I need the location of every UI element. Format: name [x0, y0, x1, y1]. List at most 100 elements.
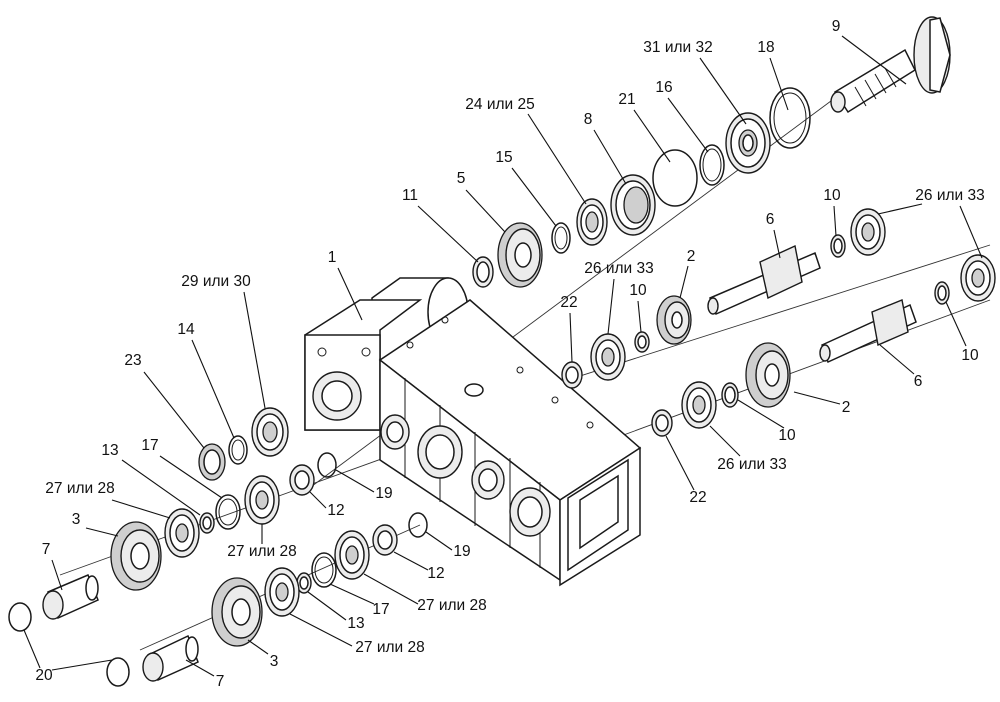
part-17-ring-upper [215, 494, 241, 530]
part-2-gear-upper [656, 295, 692, 345]
part-27-28-bearing-d [264, 567, 300, 617]
part-label-l14: 14 [177, 321, 195, 338]
part-label-l16: 16 [655, 79, 672, 96]
part-label-l6b: 6 [914, 373, 923, 390]
part-label-l7b: 7 [216, 673, 225, 690]
part-label-l12a: 12 [327, 502, 344, 519]
leader-line [833, 205, 837, 237]
leader-line [289, 613, 353, 647]
leader-line [737, 399, 785, 429]
part-label-l17b: 17 [372, 601, 389, 618]
part-26-33-bearing-lower [681, 381, 717, 429]
part-17-ring-lower [311, 552, 337, 588]
part-26-33-bearing-upper-right [850, 208, 886, 256]
leader-line [593, 129, 627, 185]
leader-line [773, 229, 781, 259]
part-3-gear-lower [211, 577, 263, 647]
leader-line [363, 573, 419, 605]
leader-line [335, 469, 375, 493]
part-label-l6a: 6 [766, 211, 775, 228]
part-label-l22a: 22 [560, 294, 577, 311]
leader-line [337, 267, 363, 321]
leader-line [769, 57, 789, 111]
part-label-l1: 1 [328, 249, 337, 266]
part-10-ring-mid [634, 331, 650, 353]
leader-line [191, 339, 235, 439]
leader-line [309, 491, 327, 509]
leader-line [959, 205, 983, 259]
leader-line [159, 455, 223, 499]
part-19-oring-upper [317, 452, 337, 478]
part-29-30-bearing [251, 407, 289, 457]
part-27-28-bearing-b [164, 508, 200, 558]
leader-line [841, 35, 907, 85]
part-12-bushing-upper [289, 464, 315, 496]
leader-line [329, 583, 375, 605]
part-5-gear [497, 222, 543, 288]
part-label-l10b: 10 [629, 282, 647, 299]
part-22-seal-lower [651, 409, 673, 437]
leader-line [425, 531, 453, 551]
part-label-l2930: 29 или 30 [181, 273, 251, 290]
part-label-l2728a: 27 или 28 [45, 480, 114, 497]
part-23-bushing [198, 443, 226, 481]
part-label-l9: 9 [832, 18, 841, 35]
leader-line [569, 312, 573, 363]
leader-line [679, 265, 689, 299]
part-27-28-bearing-c [334, 530, 370, 580]
part-8-cup [610, 174, 656, 236]
gearbox-housing [304, 277, 642, 587]
leader-line [667, 97, 709, 153]
leader-line [709, 425, 741, 457]
leader-line [465, 189, 506, 233]
part-15-ring [551, 222, 571, 254]
part-10-ring-right [934, 281, 950, 305]
part-label-l5: 5 [457, 170, 466, 187]
part-11-ring [472, 256, 494, 288]
leader-line [393, 551, 429, 571]
part-22-seal-upper [561, 361, 583, 389]
part-6-shaft-lower [819, 299, 917, 364]
part-label-l21: 21 [618, 91, 635, 108]
part-label-l2728b: 27 или 28 [227, 543, 296, 560]
part-label-l2728d: 27 или 28 [355, 639, 424, 656]
leader-line [51, 559, 63, 591]
part-16-ring [699, 144, 725, 186]
part-21-ring [652, 149, 698, 207]
part-18-snap-ring [769, 87, 811, 149]
leader-line [877, 203, 923, 215]
part-label-l3132: 31 или 32 [643, 39, 712, 56]
part-label-l2633c: 26 или 33 [717, 456, 786, 473]
part-label-l8: 8 [584, 111, 593, 128]
leader-line [879, 344, 915, 375]
part-label-l10a: 10 [823, 187, 841, 204]
part-label-l13b: 13 [347, 615, 364, 632]
part-10-ring-upper [830, 234, 846, 258]
part-3-gear-upper [110, 521, 162, 591]
part-31-32-bearing [725, 112, 771, 174]
leader-line [511, 167, 557, 227]
leader-line [23, 629, 41, 669]
leader-line [665, 435, 695, 491]
part-label-l22b: 22 [689, 489, 706, 506]
leader-line [637, 300, 642, 333]
part-7-plug-lower [142, 634, 199, 682]
leader-line [307, 591, 347, 621]
part-9-shaft [830, 16, 951, 114]
part-label-l2425: 24 или 25 [465, 96, 534, 113]
part-label-l10c: 10 [961, 347, 979, 364]
part-24-25-bearing [576, 198, 608, 246]
leader-line [247, 639, 269, 655]
part-label-l2b: 2 [842, 399, 851, 416]
part-26-33-bearing-mid [590, 333, 626, 381]
part-13-ring-lower [296, 572, 312, 594]
leader-line [143, 371, 205, 449]
part-10-ring-lower [721, 382, 739, 408]
part-label-l19a: 19 [375, 485, 392, 502]
part-label-l19b: 19 [453, 543, 470, 560]
leader-line [185, 659, 215, 677]
part-label-l12b: 12 [427, 565, 444, 582]
part-label-l2633b: 26 или 33 [584, 260, 653, 277]
